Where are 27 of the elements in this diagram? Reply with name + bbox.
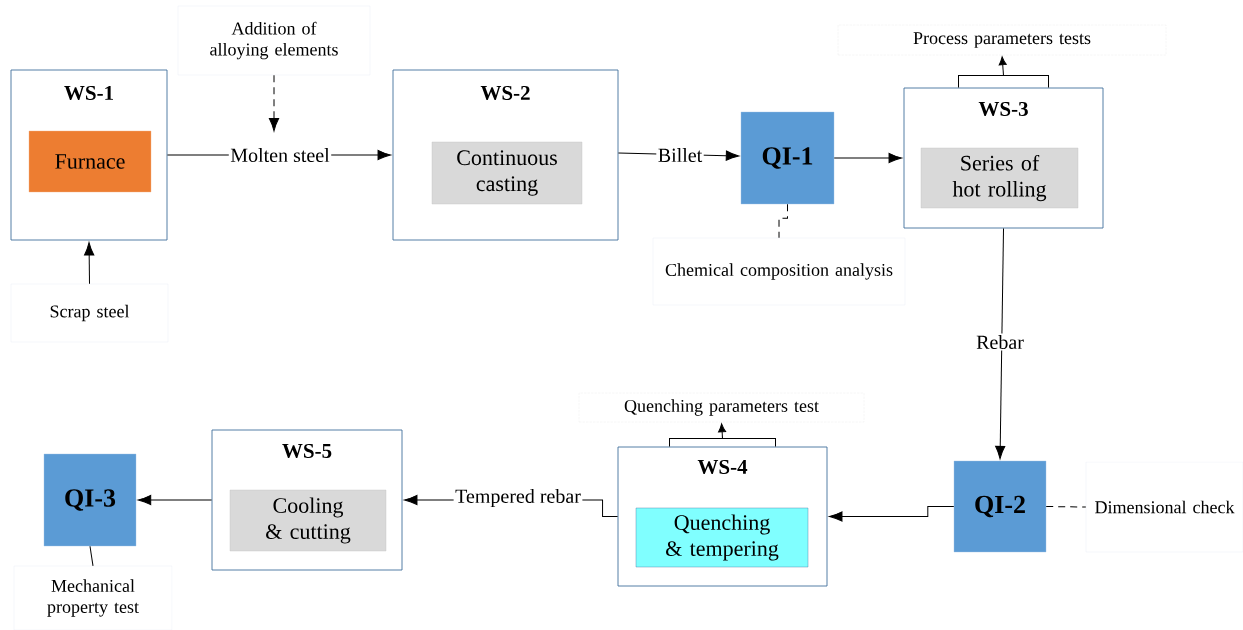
- note-box: Mechanical property test: [13, 565, 173, 630]
- inspection-box: QI-1: [740, 111, 835, 205]
- arrow: [833, 152, 902, 164]
- process-box: Quenching & tempering: [635, 507, 809, 568]
- arrow: [995, 227, 1006, 460]
- inspection-box: QI-2: [953, 460, 1047, 553]
- arrow: [958, 56, 1049, 89]
- note-box: Quenching parameters test: [578, 392, 865, 423]
- arrow: [669, 423, 776, 448]
- note-box: Chemical composition analysis: [652, 237, 906, 306]
- process-box: Continuous casting: [431, 141, 583, 205]
- note-box: Scrap steel: [10, 283, 169, 343]
- process-box: Series of hot rolling: [920, 147, 1079, 209]
- arrow: [84, 242, 95, 285]
- arrow: [829, 506, 955, 522]
- edge-label: Billet: [656, 146, 704, 164]
- inspection-box: QI-3: [43, 453, 137, 547]
- arrow: [268, 74, 280, 132]
- edge-label: Tempered rebar: [453, 487, 583, 509]
- note-box: Process parameters tests: [837, 24, 1167, 56]
- process-box: Cooling & cutting: [229, 489, 387, 552]
- note-box: Dimensional check: [1085, 461, 1243, 553]
- note-box: Addition of alloying elements: [177, 5, 371, 76]
- process-box: Furnace: [28, 130, 152, 193]
- arrow: [137, 494, 213, 506]
- edge-label: Rebar: [974, 333, 1026, 351]
- edge-label: Molten steel: [228, 146, 332, 164]
